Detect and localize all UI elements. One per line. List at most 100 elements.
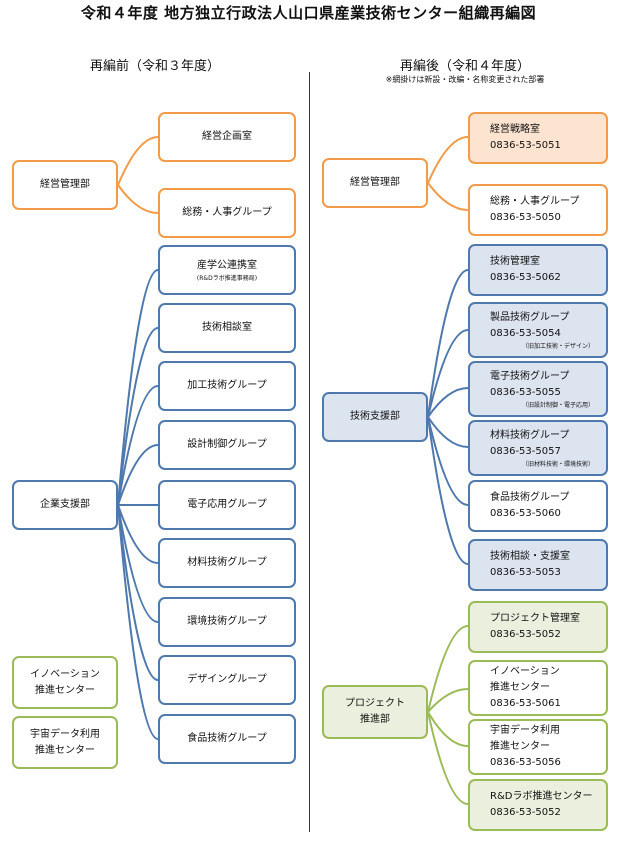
before-dept-enterprise: 企業支援部 bbox=[12, 480, 118, 530]
unit-label-line: 宇宙データ利用 bbox=[490, 725, 560, 736]
before-unit-environment: 環境技術グループ bbox=[158, 597, 296, 647]
connector bbox=[117, 385, 159, 506]
unit-sublabel: （旧設計制御・電子応用） bbox=[521, 401, 594, 409]
connector bbox=[117, 136, 159, 186]
after-unit-food: 食品技術グループ 0836-53-5060 bbox=[468, 480, 608, 532]
unit-sublabel: （旧材料技術・環境技術） bbox=[521, 460, 594, 468]
after-unit-product-tech: 製品技術グループ 0836-53-5054 （旧加工技術・デザイン） bbox=[468, 302, 608, 358]
connector bbox=[427, 136, 469, 184]
before-unit-food: 食品技術グループ bbox=[158, 714, 296, 764]
before-unit-planning: 経営企画室 bbox=[158, 112, 296, 162]
diagram-title: 令和４年度 地方独立行政法人山口県産業技術センター組織再編図 bbox=[80, 4, 537, 22]
unit-label: 加工技術グループ bbox=[187, 380, 267, 391]
dept-label-line: 推進センター bbox=[35, 684, 95, 696]
unit-label: 設計制御グループ bbox=[187, 439, 267, 450]
after-unit-project-mgmt: プロジェクト管理室 0836-53-5052 bbox=[468, 601, 608, 653]
unit-phone: 0836-53-5056 bbox=[490, 757, 561, 768]
connector bbox=[427, 387, 469, 418]
connector bbox=[427, 711, 469, 805]
unit-sublabel: （旧加工技術・デザイン） bbox=[521, 342, 594, 350]
dept-label-line: 推進部 bbox=[360, 714, 390, 725]
connector bbox=[427, 269, 469, 418]
connector bbox=[117, 504, 159, 681]
unit-label: 食品技術グループ bbox=[490, 492, 570, 503]
connector bbox=[427, 625, 469, 713]
before-unit-general-affairs: 総務・人事グループ bbox=[158, 188, 296, 238]
dept-label-line: 宇宙データ利用 bbox=[30, 728, 100, 740]
connector bbox=[427, 711, 469, 747]
connector bbox=[117, 504, 159, 623]
unit-phone: 0836-53-5053 bbox=[490, 567, 561, 578]
unit-label: 技術管理室 bbox=[490, 256, 540, 267]
unit-phone: 0836-53-5057 bbox=[490, 445, 561, 457]
unit-label: プロジェクト管理室 bbox=[490, 613, 580, 624]
unit-phone: 0836-53-5052 bbox=[490, 629, 561, 640]
before-dept-innovation: イノベーション 推進センター bbox=[12, 656, 118, 709]
unit-phone: 0836-53-5061 bbox=[490, 698, 561, 709]
dept-label: 企業支援部 bbox=[40, 499, 90, 510]
unit-label: 経営企画室 bbox=[202, 131, 252, 142]
dept-label-line: イノベーション bbox=[30, 668, 100, 680]
after-unit-electronics: 電子技術グループ 0836-53-5055 （旧設計制御・電子応用） bbox=[468, 361, 608, 417]
dept-label: 経営管理部 bbox=[40, 179, 90, 190]
after-unit-consult-support: 技術相談・支援室 0836-53-5053 bbox=[468, 539, 608, 591]
before-unit-designing: デザイングループ bbox=[158, 655, 296, 705]
unit-phone: 0836-53-5055 bbox=[490, 386, 561, 398]
dept-label: 経営管理部 bbox=[350, 177, 400, 188]
connector bbox=[427, 416, 469, 448]
connector bbox=[427, 416, 469, 506]
connector bbox=[117, 327, 159, 506]
unit-label: 総務・人事グループ bbox=[182, 207, 272, 218]
unit-label: 総務・人事グループ bbox=[490, 196, 580, 207]
unit-phone: 0836-53-5050 bbox=[490, 212, 561, 223]
unit-label: 技術相談室 bbox=[202, 322, 252, 333]
unit-phone: 0836-53-5052 bbox=[490, 807, 561, 818]
connector bbox=[427, 688, 469, 713]
connector bbox=[117, 504, 159, 564]
before-unit-industry-academia: 産学公連携室 (R&Dラボ推進事務局) bbox=[158, 245, 296, 295]
unit-label: 材料技術グループ bbox=[187, 557, 267, 568]
after-dept-project: プロジェクト 推進部 bbox=[322, 685, 428, 739]
after-header: 再編後（令和４年度） bbox=[399, 59, 530, 74]
after-unit-strategy: 経営戦略室 0836-53-5051 bbox=[468, 112, 608, 164]
before-header: 再編前（令和３年度） bbox=[89, 59, 220, 74]
after-note: ※網掛けは新設・改編・名称変更された部署 bbox=[385, 75, 545, 84]
unit-label: 製品技術グループ bbox=[490, 311, 570, 323]
unit-label: 電子応用グループ bbox=[187, 499, 267, 510]
unit-phone: 0836-53-5060 bbox=[490, 508, 561, 519]
before-dept-management: 経営管理部 bbox=[12, 160, 118, 210]
unit-phone: 0836-53-5054 bbox=[490, 327, 561, 339]
unit-label: デザイングループ bbox=[187, 674, 267, 685]
dept-label-line: プロジェクト bbox=[345, 698, 405, 709]
connector bbox=[427, 329, 469, 418]
before-unit-materials: 材料技術グループ bbox=[158, 538, 296, 588]
unit-sublabel: (R&Dラボ推進事務局) bbox=[196, 274, 258, 282]
after-unit-materials: 材料技術グループ 0836-53-5057 （旧材料技術・環境技術） bbox=[468, 420, 608, 476]
unit-label-line: 推進センター bbox=[490, 741, 550, 752]
before-unit-tech-consult: 技術相談室 bbox=[158, 303, 296, 353]
unit-label: 環境技術グループ bbox=[187, 616, 267, 627]
before-dept-space-data: 宇宙データ利用 推進センター bbox=[12, 716, 118, 769]
connector bbox=[117, 444, 159, 506]
column-divider bbox=[309, 72, 310, 832]
before-unit-electronics: 電子応用グループ bbox=[158, 480, 296, 530]
unit-label: 経営戦略室 bbox=[490, 124, 540, 135]
after-unit-rd-lab: R&Dラボ推進センター 0836-53-5052 bbox=[468, 779, 608, 831]
unit-label-line: 推進センター bbox=[490, 682, 550, 693]
after-unit-tech-management: 技術管理室 0836-53-5062 bbox=[468, 244, 608, 296]
after-dept-management: 経営管理部 bbox=[322, 158, 428, 208]
dept-label: 技術支援部 bbox=[350, 411, 400, 422]
unit-phone: 0836-53-5051 bbox=[490, 140, 561, 151]
unit-label: 電子技術グループ bbox=[490, 370, 570, 382]
after-unit-innovation: イノベーション 推進センター 0836-53-5061 bbox=[468, 660, 608, 716]
before-unit-design-control: 設計制御グループ bbox=[158, 420, 296, 470]
unit-label-line: イノベーション bbox=[490, 666, 560, 677]
unit-phone: 0836-53-5062 bbox=[490, 272, 561, 283]
connector bbox=[427, 182, 469, 211]
connector bbox=[117, 184, 159, 214]
unit-label: 食品技術グループ bbox=[187, 733, 267, 744]
connector bbox=[117, 269, 159, 506]
unit-label: 技術相談・支援室 bbox=[490, 551, 570, 562]
unit-label: 材料技術グループ bbox=[490, 429, 570, 441]
